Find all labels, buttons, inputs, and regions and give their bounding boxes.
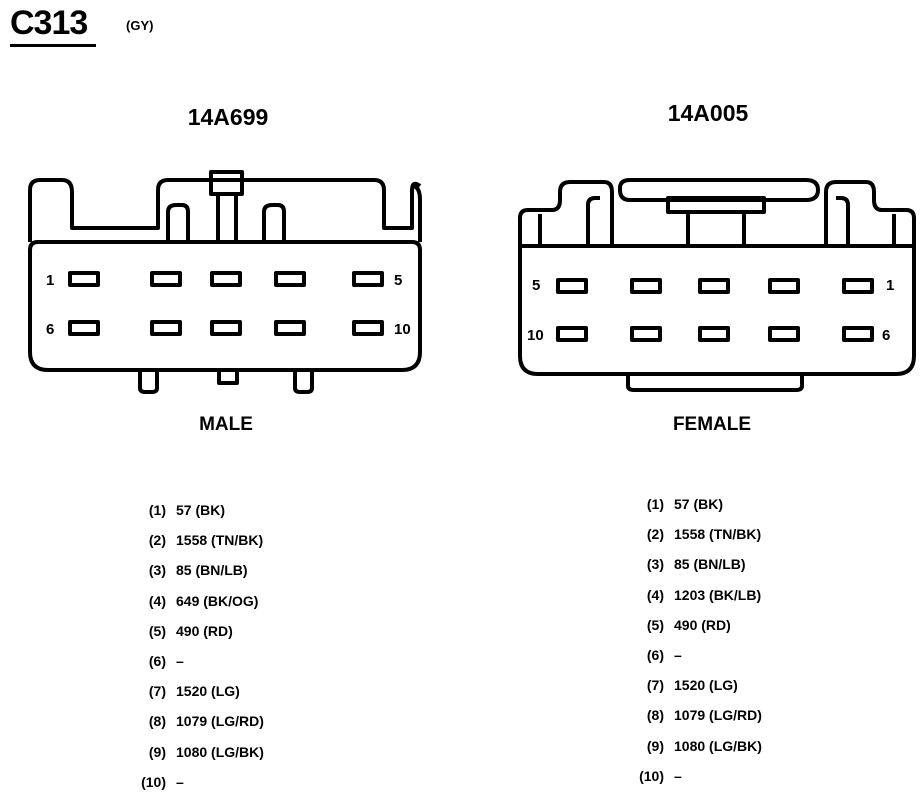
- female-pin-circuit: 1520 (LG): [674, 677, 738, 694]
- male-pin-circuit: 85 (BN/LB): [176, 562, 248, 579]
- male-pin-number: (8): [148, 713, 166, 730]
- female-pin-cavities: [556, 278, 874, 342]
- female-pin-circuit: –: [674, 647, 682, 663]
- female-pin-circuit: 490 (RD): [674, 616, 731, 633]
- right-part-number: 14A005: [667, 100, 749, 126]
- male-pin-label-6: 6: [46, 321, 54, 338]
- female-pin-number: (4): [646, 586, 664, 603]
- male-pin-circuit: 490 (RD): [176, 622, 233, 639]
- male-pin-circuit: 1079 (LG/RD): [176, 713, 264, 730]
- female-pin-label-5: 5: [532, 277, 540, 294]
- connector-id: C313: [10, 4, 88, 42]
- female-connector-housing: [518, 178, 916, 392]
- left-gender-label: MALE: [199, 414, 253, 435]
- male-pin-circuit: 649 (BK/OG): [176, 592, 259, 609]
- female-pin-circuit: 85 (BN/LB): [674, 556, 746, 573]
- female-pin-label-1: 1: [886, 277, 894, 294]
- male-pin-number: (6): [148, 653, 166, 669]
- male-pin-cavities: [68, 271, 384, 336]
- female-pin-number: (9): [646, 737, 664, 754]
- connector-color-code: (GY): [126, 18, 154, 33]
- male-pin-number: (1): [148, 502, 166, 518]
- right-gender-label: FEMALE: [672, 414, 752, 435]
- female-pin-number: (2): [646, 526, 664, 543]
- male-pin-number: (10): [141, 773, 166, 790]
- male-pin-circuit: –: [176, 653, 184, 669]
- female-pin-circuit: 1558 (TN/BK): [674, 526, 762, 543]
- male-pin-circuit: 1520 (LG): [176, 683, 240, 700]
- male-pin-label-5: 5: [394, 272, 402, 289]
- female-pin-number: (6): [646, 647, 664, 663]
- male-pin-number: (3): [148, 562, 166, 579]
- female-pin-label-6: 6: [882, 327, 890, 344]
- male-pin-label-10: 10: [394, 321, 411, 338]
- male-connector-housing: [28, 170, 422, 394]
- female-pin-number: (3): [646, 556, 664, 573]
- male-pin-label-1: 1: [46, 272, 54, 289]
- female-pin-number: (10): [639, 767, 664, 784]
- male-pin-number: (7): [148, 683, 166, 700]
- male-pin-circuit: 1080 (LG/BK): [176, 743, 264, 760]
- female-pin-circuit: 1203 (BK/LB): [674, 586, 762, 603]
- male-pin-circuit: –: [176, 773, 184, 790]
- male-pin-circuit: 57 (BK): [176, 502, 226, 518]
- female-pin-circuit: 1079 (LG/RD): [674, 707, 762, 724]
- female-pin-number: (1): [646, 496, 664, 512]
- male-pin-number: (5): [148, 622, 166, 639]
- female-pin-circuit: 57 (BK): [674, 496, 724, 512]
- male-pin-number: (2): [148, 532, 166, 549]
- connector-id-underline: [10, 44, 96, 47]
- female-pin-number: (7): [646, 677, 664, 694]
- female-pin-circuit: –: [674, 767, 682, 784]
- female-pin-label-10: 10: [527, 327, 544, 344]
- female-pin-circuit: 1080 (LG/BK): [674, 737, 762, 754]
- male-pin-number: (4): [148, 592, 166, 609]
- male-pin-number: (9): [148, 743, 166, 760]
- female-pin-number: (5): [646, 616, 664, 633]
- male-pin-circuit: 1558 (TN/BK): [176, 532, 264, 549]
- left-part-number: 14A699: [187, 104, 269, 130]
- female-pin-number: (8): [646, 707, 664, 724]
